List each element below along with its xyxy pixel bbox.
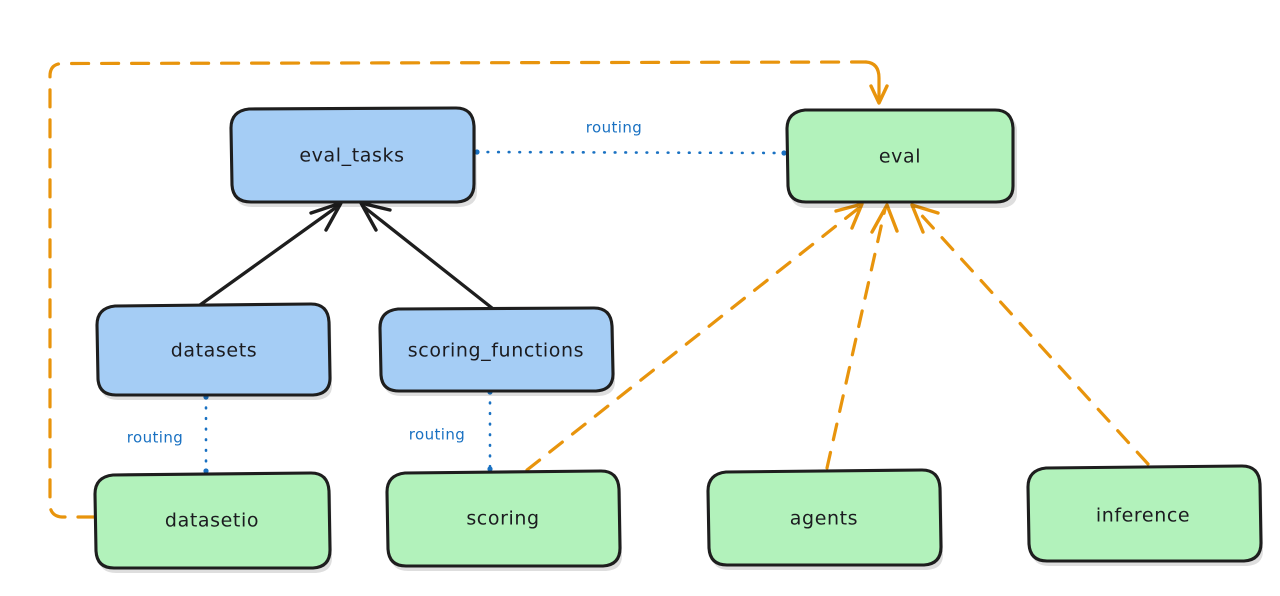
node-shape: [785, 108, 1015, 204]
node-label: scoring: [466, 508, 539, 530]
edge-path: [825, 207, 887, 470]
edge-scoring-to-eval[interactable]: [525, 202, 864, 472]
edge-path: [475, 150, 786, 155]
node-eval[interactable]: eval: [785, 108, 1017, 208]
node-shape: [229, 106, 476, 204]
edge-label-routing-datasetio: routing: [127, 429, 183, 447]
edge-scoringfn-to-eval_tasks[interactable]: [359, 201, 494, 310]
node-label: datasets: [171, 340, 258, 362]
edge-path: [48, 60, 868, 519]
node-shape: [93, 471, 332, 570]
arrowhead: [834, 202, 864, 230]
node-label: agents: [790, 508, 858, 530]
edge-datasets-to-datasetio[interactable]: [203, 394, 209, 474]
node-scoring_functions[interactable]: scoring_functions: [378, 306, 615, 396]
node-label: scoring_functions: [408, 340, 584, 362]
edge-endpoint-dot: [487, 466, 493, 472]
edge-path: [198, 204, 340, 307]
node-eval_tasks[interactable]: eval_tasks: [229, 106, 477, 207]
node-layer: eval_tasks eval datasets scoring_functio…: [93, 106, 1263, 573]
edge-layer: [48, 60, 1150, 519]
edge-path: [913, 206, 1150, 466]
edge-inference-to-eval[interactable]: [910, 203, 1150, 466]
node-shape: [378, 306, 615, 393]
edge-scoringfn-to-scoring[interactable]: [487, 389, 493, 472]
edge-label-layer: routing routing routing: [127, 119, 642, 447]
edge-label-routing-scoring: routing: [409, 426, 465, 444]
node-datasets[interactable]: datasets: [95, 302, 332, 400]
node-label: inference: [1096, 505, 1190, 527]
node-label: datasetio: [165, 510, 259, 532]
edge-path: [525, 205, 862, 472]
arrowhead: [869, 84, 889, 105]
node-shape: [95, 302, 332, 397]
arrowhead: [910, 203, 940, 234]
arrowhead: [870, 203, 899, 234]
edge-endpoint-dot: [474, 149, 480, 155]
edge-agents-to-eval[interactable]: [825, 203, 899, 470]
edge-datasetio-to-eval[interactable]: [48, 60, 889, 519]
node-datasetio[interactable]: datasetio: [93, 471, 332, 573]
edge-path: [362, 205, 494, 310]
edge-endpoint-dot: [203, 468, 209, 474]
node-label: eval: [879, 146, 921, 168]
node-inference[interactable]: inference: [1026, 464, 1263, 566]
edge-label-routing-eval: routing: [586, 119, 642, 137]
node-label: eval_tasks: [299, 145, 404, 167]
node-shape: [706, 468, 943, 567]
edge-datasets-to-eval_tasks[interactable]: [198, 201, 343, 307]
node-shape: [1026, 464, 1263, 563]
edge-endpoint-dot: [781, 150, 787, 156]
edge-eval_tasks-to-eval[interactable]: [474, 149, 787, 156]
edge-path-elbow: [864, 60, 881, 102]
node-agents[interactable]: agents: [706, 468, 943, 570]
node-shape: [385, 469, 622, 568]
node-scoring[interactable]: scoring: [385, 469, 622, 571]
